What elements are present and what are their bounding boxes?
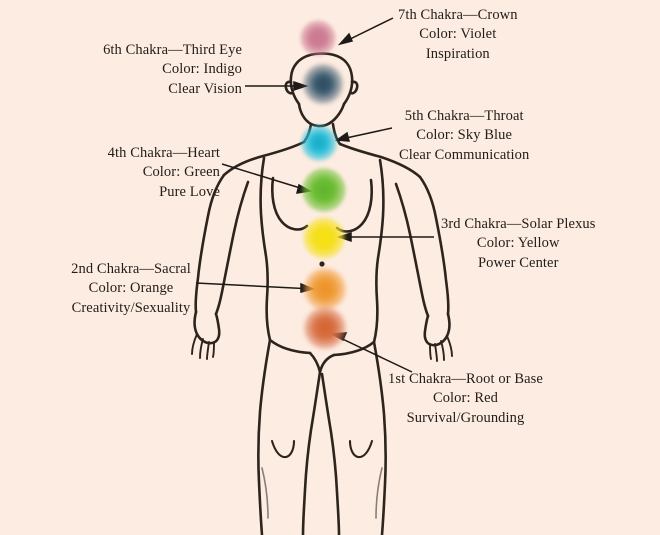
label-third-eye: 6th Chakra—Third Eye Color: Indigo Clear… [60,41,242,99]
label-heart-line3: Pure Love [159,183,220,200]
arrow-solar-plexus [336,231,434,243]
label-root-line2: Color: Red [432,390,498,407]
label-sacral-line2: Color: Orange [88,280,174,297]
label-third-eye-line2: Color: Indigo [162,61,242,78]
label-crown: 7th Chakra—Crown Color: Violet Inspirati… [398,6,518,64]
label-solar-plexus-line1: 3rd Chakra—Solar Plexus [441,216,596,232]
arrow-third-eye [245,80,309,92]
label-sacral-line3: Creativity/Sexuality [71,299,191,316]
label-throat: 5th Chakra—Throat Color: Sky Blue Clear … [399,107,529,165]
label-crown-line2: Color: Violet [419,26,497,43]
label-throat-line3: Clear Communication [399,146,530,163]
label-throat-line2: Color: Sky Blue [416,127,513,144]
label-heart: 4th Chakra—Heart Color: Green Pure Love [40,144,220,202]
label-heart-line1: 4th Chakra—Heart [107,145,220,161]
label-root: 1st Chakra—Root or Base Color: Red Survi… [388,370,543,428]
arrow-heart [221,163,313,194]
arrow-crown [337,17,394,46]
label-root-line3: Survival/Grounding [406,409,525,426]
label-third-eye-line1: 6th Chakra—Third Eye [103,42,242,58]
arrow-throat [334,127,393,142]
arrow-root [329,332,413,373]
label-crown-line1: 7th Chakra—Crown [398,7,518,23]
label-crown-line3: Inspiration [425,45,490,62]
arrow-sacral [195,282,316,293]
label-root-line1: 1st Chakra—Root or Base [388,371,543,387]
navel-dot [319,261,325,267]
label-sacral-line1: 2nd Chakra—Sacral [71,261,191,277]
label-throat-line1: 5th Chakra—Throat [404,108,524,124]
label-solar-plexus-line3: Power Center [478,254,559,271]
label-heart-line2: Color: Green [142,164,220,181]
label-solar-plexus: 3rd Chakra—Solar Plexus Color: Yellow Po… [441,215,596,273]
label-third-eye-line3: Clear Vision [168,80,242,97]
label-sacral: 2nd Chakra—Sacral Color: Orange Creativi… [68,260,194,318]
label-solar-plexus-line2: Color: Yellow [476,235,560,252]
